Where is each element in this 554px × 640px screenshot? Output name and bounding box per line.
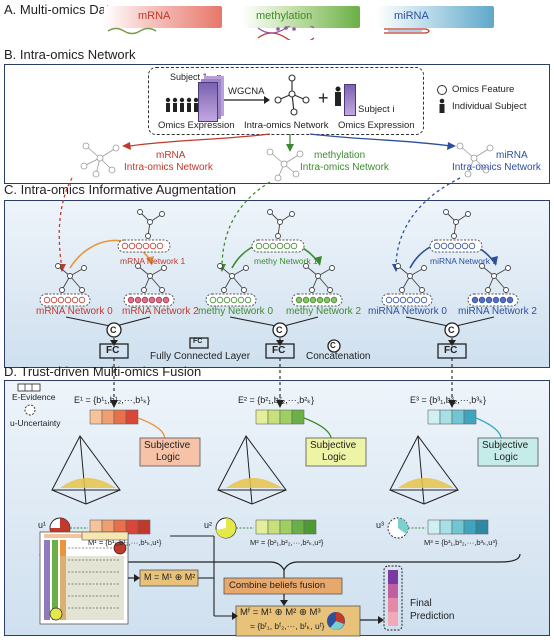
u2-label: u²	[204, 520, 213, 530]
individual-subject-legend-icon	[439, 98, 445, 113]
fc-box-mrna: FC	[106, 345, 120, 356]
section-b-arrows	[80, 133, 494, 182]
e2-equation: E² = {b²₁,b²₂,···,b²ₖ}	[238, 395, 315, 405]
m1-equation: M¹ = {b¹₁,b¹₂,···,b¹ₖ,u¹}	[88, 538, 162, 547]
methylation-network-label-1: methylation	[314, 150, 366, 161]
final-prediction-line2: Prediction	[410, 611, 455, 622]
methy-network-0-label: methy Network 0	[198, 306, 274, 317]
concat-symbol-legend: C	[330, 341, 336, 350]
u1-label: u¹	[38, 520, 47, 530]
mirna-hairpin-icon	[384, 28, 430, 34]
methylation-banner-label: methylation	[256, 10, 313, 22]
fc-legend-box: FC	[193, 338, 203, 345]
intra-omics-network-label: Intra-omics Network	[244, 120, 329, 131]
mrna-network-1-label: mRNA Network 1	[120, 256, 186, 266]
subjective-logic-3-line2: Logic	[494, 452, 518, 463]
omics-feature-legend-icon	[437, 85, 447, 95]
individual-subject-icon-small	[335, 86, 341, 106]
subjective-logic-1-line1: Subjective	[144, 440, 191, 451]
concat-symbol-mrna: C	[110, 325, 117, 335]
subject-range-label: Subject 1···n	[170, 72, 222, 82]
final-prediction-line1: Final	[410, 598, 432, 609]
m3-equation: M³ = {b³₁,b³₂,···,b³ₖ,u³}	[424, 538, 498, 547]
omics-expression-label-2: Omics Expression	[338, 120, 415, 131]
e1-equation: E¹ = {b¹₁,b¹₂,···,b¹ₖ}	[74, 395, 151, 405]
u3-label: u³	[376, 520, 385, 530]
subjective-logic-2-line1: Subjective	[310, 440, 357, 451]
e3-equation: E³ = {b³₁,b³₂,···,b³ₖ}	[410, 395, 487, 405]
mirna-banner-label: miRNA	[394, 10, 429, 22]
mirna-network-label-2: Intra-omics Network	[452, 162, 541, 173]
mrna-strand-icon	[107, 27, 157, 35]
mirna-network-0-label: miRNA Network 0	[368, 306, 447, 317]
mrna-data-banner	[104, 6, 222, 28]
subject-i-label: Subject i	[358, 104, 395, 115]
wgcna-dashed-box	[148, 67, 424, 135]
methylation-data-banner	[242, 6, 360, 28]
fc-box-methy: FC	[272, 345, 286, 356]
mirna-network-1-label: miRNA Network 1	[430, 256, 498, 266]
u-uncertainty-legend: u-Uncertainty	[10, 418, 61, 428]
mf-equation-line1: Mᶠ = M¹ ⊕ M² ⊕ M³	[240, 607, 321, 618]
section-c-graphics	[39, 177, 519, 359]
section-b-title: B. Intra-omics Network	[4, 47, 136, 62]
m-combine-equation: M = M¹ ⊕ M²	[144, 572, 196, 582]
methylation-network-label-2: Intra-omics Network	[300, 162, 389, 173]
combine-beliefs-fusion-label: Combine beliefs fusion	[229, 580, 326, 591]
mirna-network-label-1: miRNA	[496, 150, 528, 161]
intra-omics-network-icon	[274, 74, 310, 116]
individual-subject-legend-label: Individual Subject	[452, 101, 527, 112]
omics-expression-matrix-stack	[198, 82, 218, 122]
section-c-title: C. Intra-omics Informative Augmentation	[4, 182, 236, 197]
methy-network-2-label: methy Network 2	[286, 306, 362, 317]
fc-legend-label: Fully Connected Layer	[150, 351, 251, 362]
m2-equation: M² = {b²₁,b²₂,···,b²ₖ,u²}	[250, 538, 324, 547]
fc-box-mirna: FC	[444, 345, 458, 356]
mrna-network-2-label: mRNA Network 2	[122, 306, 199, 317]
mrna-network-0-label: mRNA Network 0	[36, 306, 113, 317]
section-b-panel	[4, 64, 550, 184]
subjective-logic-1-line2: Logic	[156, 452, 180, 463]
mrna-banner-label: mRNA	[138, 10, 171, 22]
omics-expression-label: Omics Expression	[158, 120, 235, 131]
concat-symbol-methy: C	[276, 325, 283, 335]
mrna-network-label-1: mRNA	[156, 150, 186, 161]
concat-legend-label: Concatenation	[306, 351, 371, 362]
omics-feature-legend-label: Omics Feature	[452, 84, 515, 95]
wgcna-arrow	[224, 96, 270, 104]
people-group-icon	[165, 97, 199, 112]
dna-methylation-icon	[257, 26, 315, 40]
mf-equation-line2: = {bᶠ₁, bᶠ₂,···, bᶠₖ, uᶠ}	[250, 621, 325, 631]
section-d-title: D. Trust-driven Multi-omics Fusion	[4, 364, 202, 379]
e-evidence-legend: E-Evidence	[12, 392, 56, 402]
subjective-logic-3-line1: Subjective	[482, 440, 529, 451]
section-a-title: A. Multi-omics Data	[4, 2, 117, 17]
subject-i-expression-bar	[344, 84, 356, 116]
methy-network-1-label: methy Network 1	[254, 256, 318, 266]
mirna-data-banner	[376, 6, 494, 28]
mrna-network-label-2: Intra-omics Network	[124, 162, 213, 173]
concat-symbol-mirna: C	[448, 325, 455, 335]
wgcna-label: WGCNA	[228, 86, 265, 97]
plus-sign: +	[318, 88, 329, 108]
mirna-network-2-label: miRNA Network 2	[458, 306, 537, 317]
subjective-logic-2-line2: Logic	[322, 452, 346, 463]
